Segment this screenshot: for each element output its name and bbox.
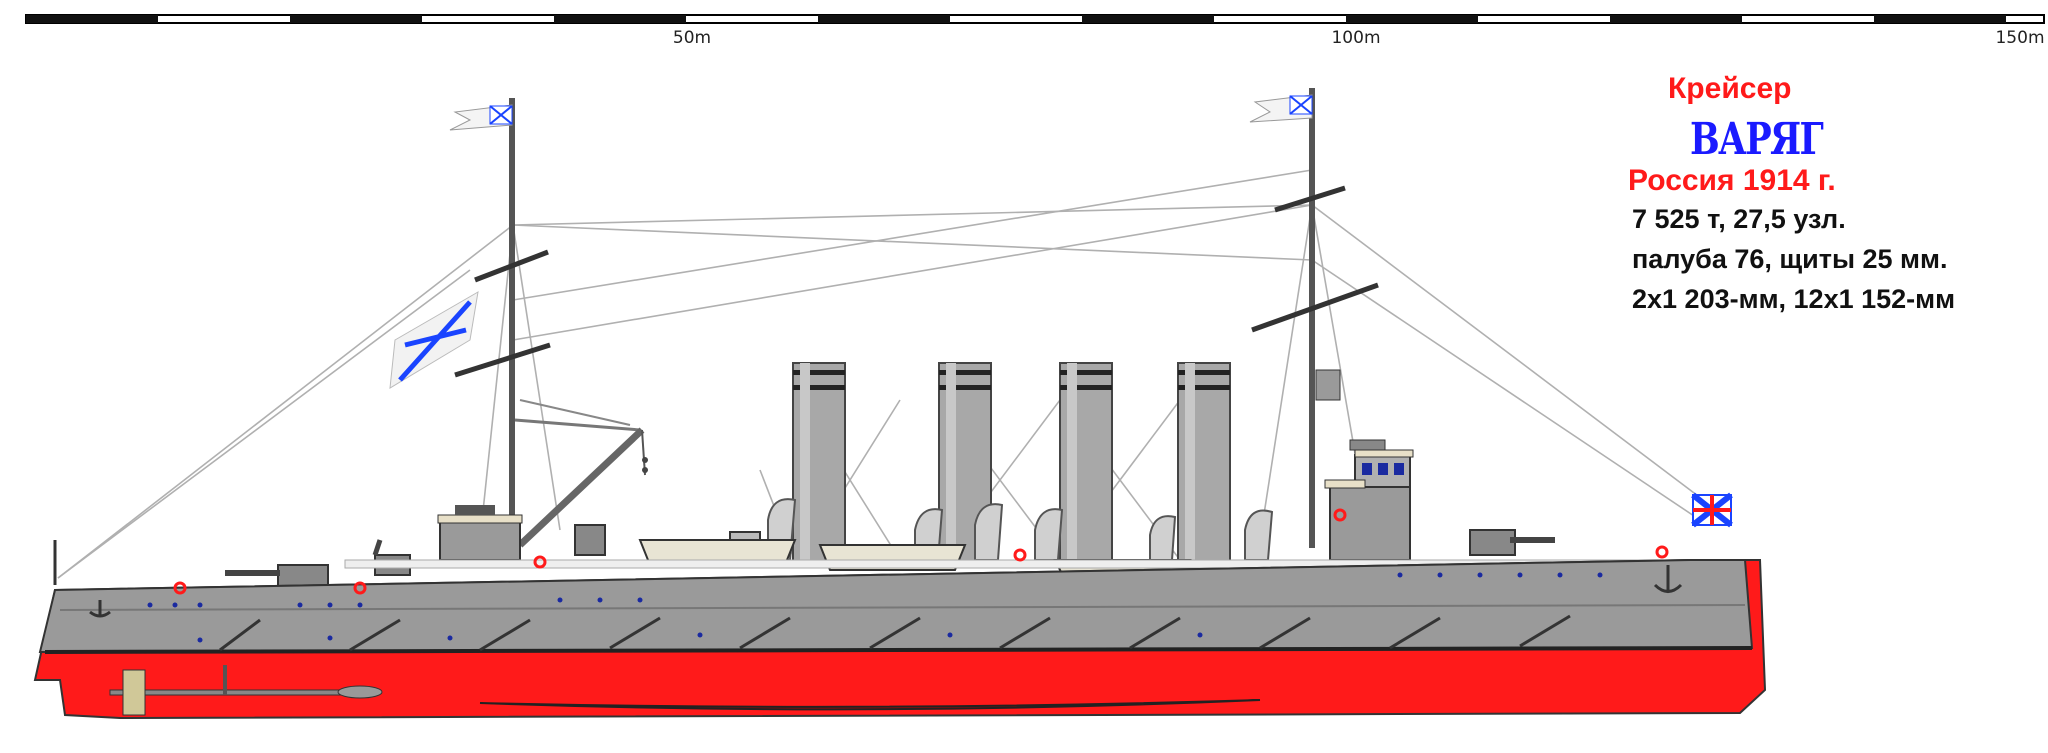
funnel-1	[792, 362, 846, 564]
funnels	[792, 362, 1231, 564]
crane-boom	[517, 427, 648, 548]
st-andrew-ensign	[389, 291, 479, 389]
country-year: Россия 1914 г.	[1628, 164, 1836, 197]
hull	[33, 540, 1767, 720]
main-mast	[1251, 88, 1379, 548]
spec-displacement-speed: 7 525 т, 27,5 узл.	[1632, 204, 1846, 234]
ventilators	[767, 498, 1274, 561]
rigging	[57, 169, 1711, 579]
funnel-4	[1177, 362, 1231, 564]
aft-superstructure	[1324, 439, 1414, 561]
scale-label-100m: 100m	[1331, 28, 1381, 48]
scale-bar	[25, 14, 2045, 24]
scale-label-150m: 150m	[1995, 28, 2045, 48]
funnel-2	[938, 362, 992, 564]
spec-armor: палуба 76, щиты 25 мм.	[1632, 244, 1948, 274]
main-masthead-flag	[1249, 94, 1313, 123]
jack-flag	[1691, 492, 1733, 528]
life-rings	[173, 508, 1669, 595]
fore-mast	[454, 98, 641, 548]
ship-type: Крейсер	[1668, 72, 1792, 105]
spec-armament: 2х1 203-мм, 12х1 152-мм	[1632, 284, 1956, 314]
scale-label-50m: 50m	[672, 28, 712, 48]
funnel-3	[1059, 362, 1113, 564]
ship-name-logo: ВАРЯГ	[1690, 114, 1824, 165]
fore-masthead-flag	[449, 104, 513, 131]
